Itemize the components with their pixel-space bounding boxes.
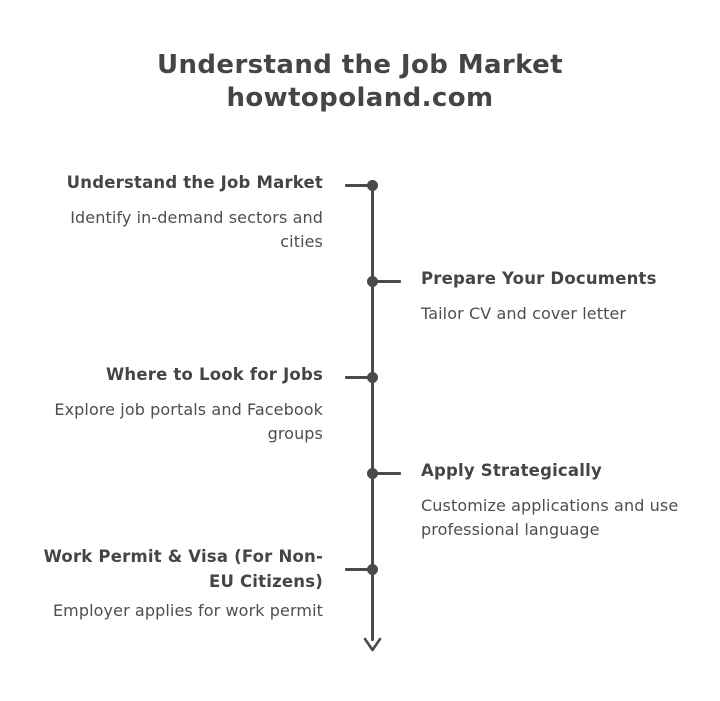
timeline-dot-icon	[367, 468, 378, 479]
step-description: Tailor CV and cover letter	[421, 304, 627, 323]
timeline-step-4: Apply Strategically Customize applicatio…	[421, 458, 689, 542]
step-heading: Understand the Job Market	[66, 173, 323, 192]
timeline-connector	[345, 376, 373, 379]
timeline-step-3: Where to Look for Jobs Explore job porta…	[25, 362, 323, 446]
page-title: Understand the Job Market howtopoland.co…	[0, 49, 720, 115]
step-heading: Apply Strategically	[421, 461, 602, 480]
timeline-dot-icon	[367, 372, 378, 383]
step-description: Customize applications and use professio…	[421, 496, 679, 539]
timeline-connector	[373, 280, 401, 283]
title-line-1: Understand the Job Market	[156, 50, 564, 80]
timeline-connector	[373, 472, 401, 475]
timeline-connector	[345, 184, 373, 187]
timeline-step-1: Understand the Job Market Identify in-de…	[25, 170, 323, 254]
step-heading: Where to Look for Jobs	[106, 365, 323, 384]
timeline-dot-icon	[367, 180, 378, 191]
timeline-step-5: Work Permit & Visa (For Non-EU Citizens)…	[25, 544, 323, 623]
timeline-dot-icon	[367, 276, 378, 287]
step-heading: Work Permit & Visa (For Non-EU Citizens)	[43, 547, 323, 591]
timeline-step-2: Prepare Your Documents Tailor CV and cov…	[421, 266, 689, 326]
step-description: Explore job portals and Facebook groups	[54, 400, 323, 443]
timeline-connector	[345, 568, 373, 571]
timeline-spine	[371, 180, 374, 641]
timeline-dot-icon	[367, 564, 378, 575]
step-description: Identify in-demand sectors and cities	[70, 208, 323, 251]
arrow-down-icon	[362, 634, 383, 655]
step-description: Employer applies for work permit	[52, 601, 323, 620]
step-heading: Prepare Your Documents	[421, 269, 657, 288]
title-line-2: howtopoland.com	[226, 83, 494, 113]
